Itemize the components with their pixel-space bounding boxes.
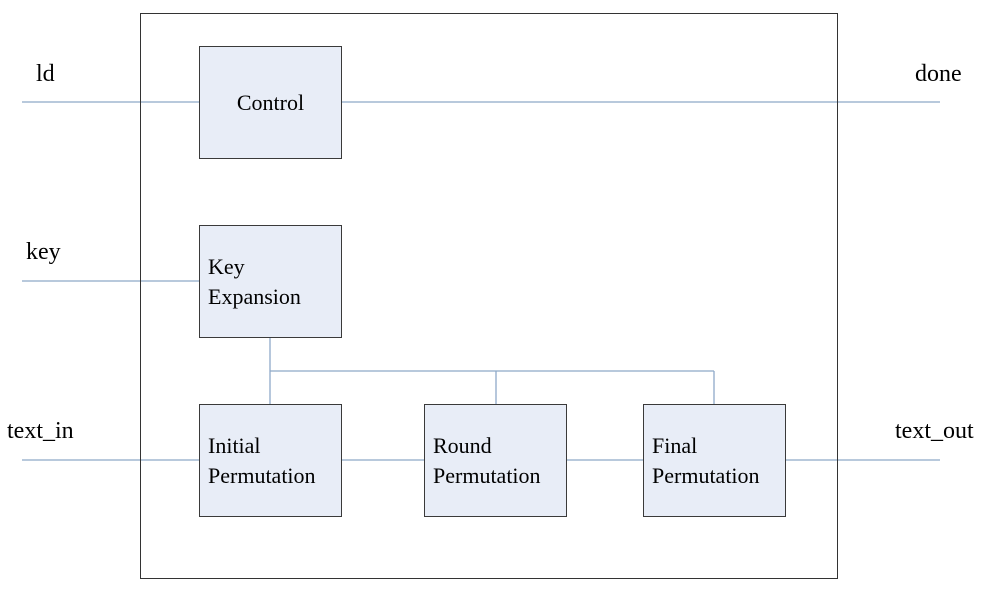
control-block-label: Control [236,89,305,115]
key-expansion-label-line2: Expansion [208,283,301,309]
final-permutation-label-line1: Final [652,432,698,458]
module-boundary [140,13,838,579]
initial-permutation-label-line1: Initial [208,432,261,458]
initial-permutation-block: Initial Permutation [199,404,342,517]
control-block: Control [199,46,342,159]
final-permutation-block: Final Permutation [643,404,786,517]
port-label-done: done [915,61,962,87]
key-expansion-block: Key Expansion [199,225,342,338]
key-expansion-label-line1: Key [208,253,245,279]
port-label-ld: ld [36,61,55,87]
round-permutation-label-line2: Permutation [433,462,541,488]
initial-permutation-label-line2: Permutation [208,462,316,488]
final-permutation-label-line2: Permutation [652,462,760,488]
port-label-text-out: text_out [895,418,974,444]
round-permutation-label-line1: Round [433,432,492,458]
port-label-text-in: text_in [7,418,74,444]
port-label-key: key [26,239,61,265]
round-permutation-block: Round Permutation [424,404,567,517]
